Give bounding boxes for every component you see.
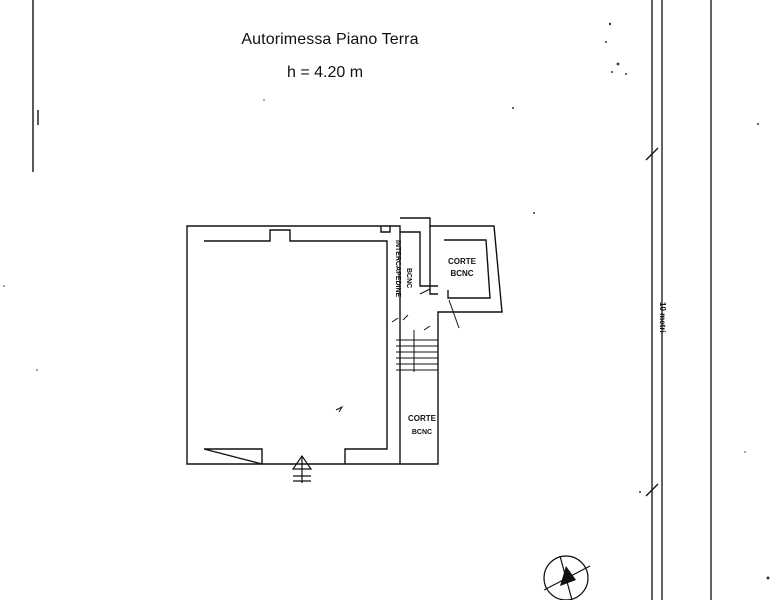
north-arrow-icon (543, 555, 591, 600)
scale-bar-label: 10 metri (658, 302, 667, 333)
ceiling-height-label: h = 4.20 m (286, 64, 364, 81)
corte-bottom-label-line1: CORTE (408, 414, 437, 423)
corte-top-label-line2: BCNC (450, 269, 473, 278)
stair-icon (391, 314, 438, 372)
drawing-title: Autorimessa Piano Terra (241, 31, 419, 48)
corte-bottom-label-line2: BCNC (412, 429, 432, 436)
dimension-ticks (419, 288, 460, 329)
scale-bar (645, 0, 712, 600)
sheet-left-border (32, 0, 39, 172)
bcnc-vertical-label: BCNC (405, 268, 412, 288)
entrance-arrow-icon (291, 454, 313, 483)
corte-top-label-line1: CORTE (448, 257, 477, 266)
intercapedine-vertical-label: INTERCAPEDINE (394, 240, 401, 298)
paper-specks (3, 22, 770, 580)
garage-walls (186, 225, 401, 465)
scribble-mark (335, 405, 344, 413)
intercapedine-walls (380, 217, 503, 465)
